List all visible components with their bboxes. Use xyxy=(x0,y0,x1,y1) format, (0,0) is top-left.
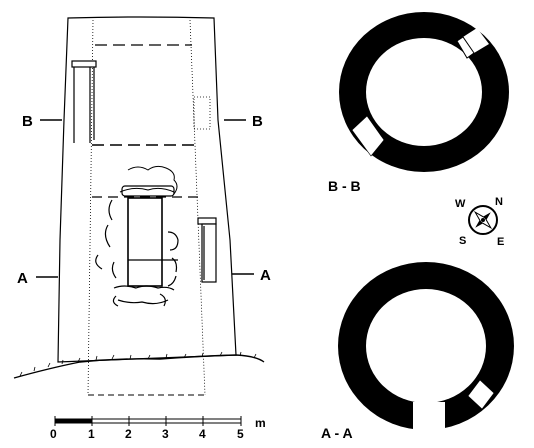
label-a-right: A xyxy=(260,267,271,284)
right-window xyxy=(197,217,217,283)
upper-window-recess xyxy=(73,67,95,143)
scale-unit: m xyxy=(255,416,266,430)
scale-tick-2: 2 xyxy=(125,427,132,441)
label-b-left: B xyxy=(22,113,33,130)
section-bb-door-opening xyxy=(351,115,385,157)
ground-grass xyxy=(19,351,257,377)
scale-bar xyxy=(54,416,242,426)
section-aa-window-opening xyxy=(467,379,495,410)
compass-north: N xyxy=(495,196,503,208)
scale-tick-1: 1 xyxy=(88,427,95,441)
section-aa-plan xyxy=(338,262,514,436)
label-section-bb: B - B xyxy=(328,178,361,194)
inner-wall-left xyxy=(87,19,94,396)
compass-west: W xyxy=(455,198,466,210)
label-a-left: A xyxy=(17,270,28,287)
section-aa-interior xyxy=(366,289,486,403)
compass-south: S xyxy=(459,235,466,247)
upper-window xyxy=(71,60,97,68)
section-cut-markers xyxy=(36,119,254,278)
doorway xyxy=(95,165,179,307)
section-bb-interior xyxy=(366,38,482,146)
door-opening xyxy=(127,197,163,287)
scale-tick-5: 5 xyxy=(237,427,244,441)
label-b-right: B xyxy=(252,113,263,130)
section-aa-door-opening xyxy=(413,402,445,436)
label-section-aa: A - A xyxy=(321,425,353,441)
tower-elevation xyxy=(13,16,265,396)
scale-tick-3: 3 xyxy=(162,427,169,441)
section-bb-plan xyxy=(339,12,509,172)
inner-wall-right xyxy=(189,19,206,396)
compass-icon xyxy=(468,205,498,235)
hidden-opening xyxy=(193,96,211,130)
section-bb-window-opening xyxy=(463,28,489,53)
section-bb-window-recess xyxy=(456,36,475,59)
scale-tick-0: 0 xyxy=(50,427,57,441)
ground-line xyxy=(13,354,265,379)
scale-tick-4: 4 xyxy=(199,427,206,441)
compass-east: E xyxy=(497,236,504,248)
